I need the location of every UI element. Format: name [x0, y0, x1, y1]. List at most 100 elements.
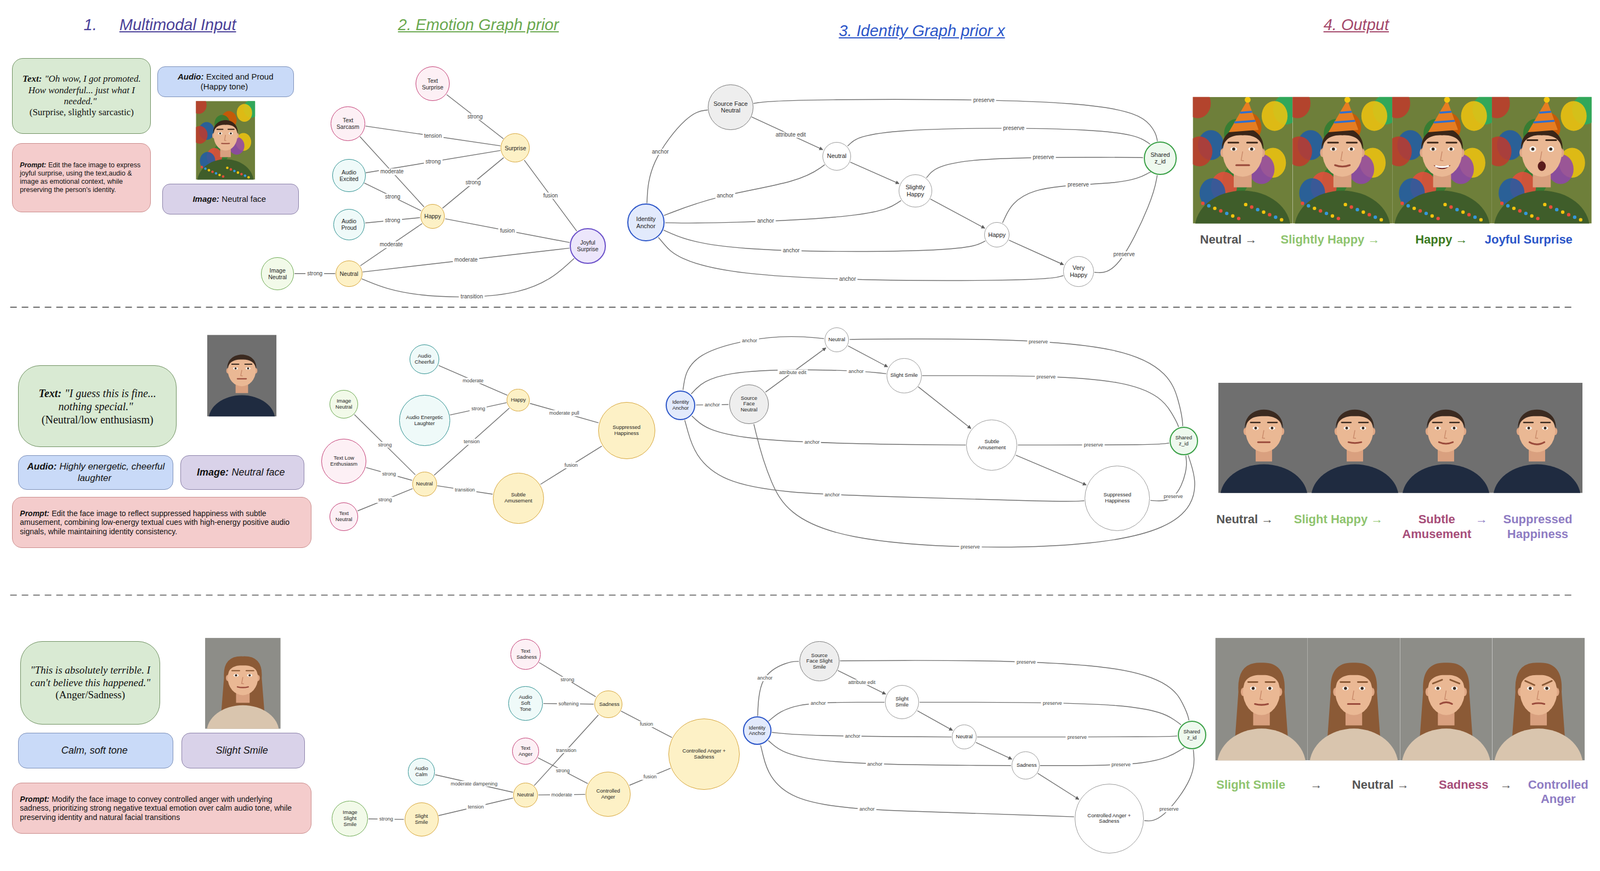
shirt-dot [1461, 210, 1465, 214]
brow [1546, 139, 1557, 141]
hat-stripe [1339, 111, 1352, 113]
connector [529, 403, 599, 423]
row-separator [10, 594, 1572, 596]
edge-label: moderate [378, 168, 406, 175]
edge-label: preserve [1109, 761, 1133, 768]
party-hat [1428, 99, 1459, 133]
connector [837, 670, 887, 694]
eye [228, 132, 233, 135]
hat-pompom [1244, 97, 1251, 104]
connector [357, 488, 413, 512]
shirt-dot [200, 165, 204, 169]
balloon [1361, 100, 1388, 132]
node-label: Neutral [955, 733, 973, 740]
identity-node: Neutral [951, 724, 977, 750]
mouth [1532, 702, 1545, 704]
text-line: Audio:Highly energetic, cheerful laughte… [25, 461, 166, 484]
edge-label: transition [554, 747, 578, 753]
connector [850, 162, 900, 184]
brow [1246, 141, 1257, 144]
emotion-node: Audio Calm [407, 757, 436, 786]
eye [1527, 686, 1534, 691]
eye [1429, 146, 1437, 151]
text-line: Image:Neutral face [188, 466, 297, 479]
node-label: Image Slight Smile [338, 809, 362, 828]
eye [245, 366, 251, 370]
input-box: Image:Neutral face [180, 455, 304, 490]
face-photo [1399, 637, 1492, 760]
identity-node: Source Face Neutral [729, 384, 770, 425]
emotion-node: Controlled Anger [585, 771, 631, 817]
box-text: Audio: [27, 461, 58, 472]
shirt-dot [1479, 217, 1483, 221]
connector [848, 345, 888, 367]
edge-label: anchor [702, 401, 722, 408]
shirt-dot [1255, 207, 1259, 212]
box-text: Neutral face [221, 194, 266, 204]
shirt-dot [1579, 217, 1583, 221]
pupil [1254, 426, 1258, 430]
shirt [1494, 190, 1591, 224]
column-heading: 2. Emotion Graph prior [398, 15, 559, 35]
box-text: "Oh wow, I got promoted. How wonderful..… [28, 73, 141, 107]
connector [1016, 455, 1087, 485]
shirt-dot [1261, 210, 1265, 214]
identity-node: Slightly Happy [898, 174, 933, 208]
text-line: Image:Neutral face [169, 194, 292, 204]
pupil [248, 673, 251, 677]
node-label: Happy [424, 212, 441, 220]
balloon [1392, 97, 1411, 119]
edge-label: moderate [461, 377, 486, 383]
shirt-dot [1555, 207, 1559, 212]
shirt-dot [1312, 206, 1316, 211]
box-text: Prompt: [19, 161, 47, 169]
edge-label: anchor [755, 674, 775, 681]
pupil [1549, 147, 1553, 151]
shirt-dot [1512, 206, 1516, 211]
nose [1440, 151, 1444, 161]
shirt-dot [225, 166, 229, 170]
eye [1250, 686, 1257, 691]
pupil [1543, 426, 1547, 430]
shirt-dot [229, 168, 233, 172]
shirt-dot [244, 174, 247, 178]
node-label: Image Neutral [335, 398, 354, 411]
shirt [1402, 464, 1490, 493]
shirt-dot [1218, 208, 1223, 213]
face-photo [1307, 637, 1400, 760]
identity-node: Very Happy [1063, 256, 1094, 287]
face-photo [1192, 97, 1293, 224]
output-label: Slight Happy → [1294, 512, 1384, 527]
hat-pompom [1444, 97, 1451, 104]
text-line: Audio:Excited and Proud (Happy tone) [165, 71, 287, 92]
brow [1446, 141, 1457, 144]
connector [629, 768, 671, 786]
nose [1352, 690, 1355, 700]
box-text: (Surprise, slightly sarcastic) [29, 106, 134, 118]
shirt-dot [1418, 208, 1422, 213]
node-label: Happy [988, 231, 1006, 239]
hat-stripe [1539, 111, 1552, 113]
brow [1328, 141, 1338, 144]
node-label: Subtle Amusement [971, 438, 1013, 451]
hair [1244, 409, 1283, 430]
face-photo [1392, 97, 1492, 224]
mouth [1257, 441, 1270, 444]
balloon [1192, 97, 1211, 119]
brow [1449, 421, 1460, 424]
connector [534, 715, 599, 786]
identity-node: Controlled Anger + Sadness [1074, 783, 1145, 854]
brow [1527, 139, 1538, 141]
mouth [221, 142, 230, 144]
eye [1451, 686, 1458, 691]
output-label: Joyful Surprise [1484, 232, 1573, 247]
node-label: Surprise [504, 144, 526, 152]
input-box: Prompt:Edit the face image to express jo… [12, 143, 151, 213]
output-label: Slightly Happy → [1280, 232, 1381, 247]
nose [1353, 429, 1356, 439]
emotion-node: Audio Proud [333, 208, 366, 241]
shirt-dot [214, 172, 218, 175]
shirt [196, 159, 254, 180]
node-label: Neutral [416, 480, 434, 487]
identity-node: Subtle Amusement [966, 419, 1018, 471]
